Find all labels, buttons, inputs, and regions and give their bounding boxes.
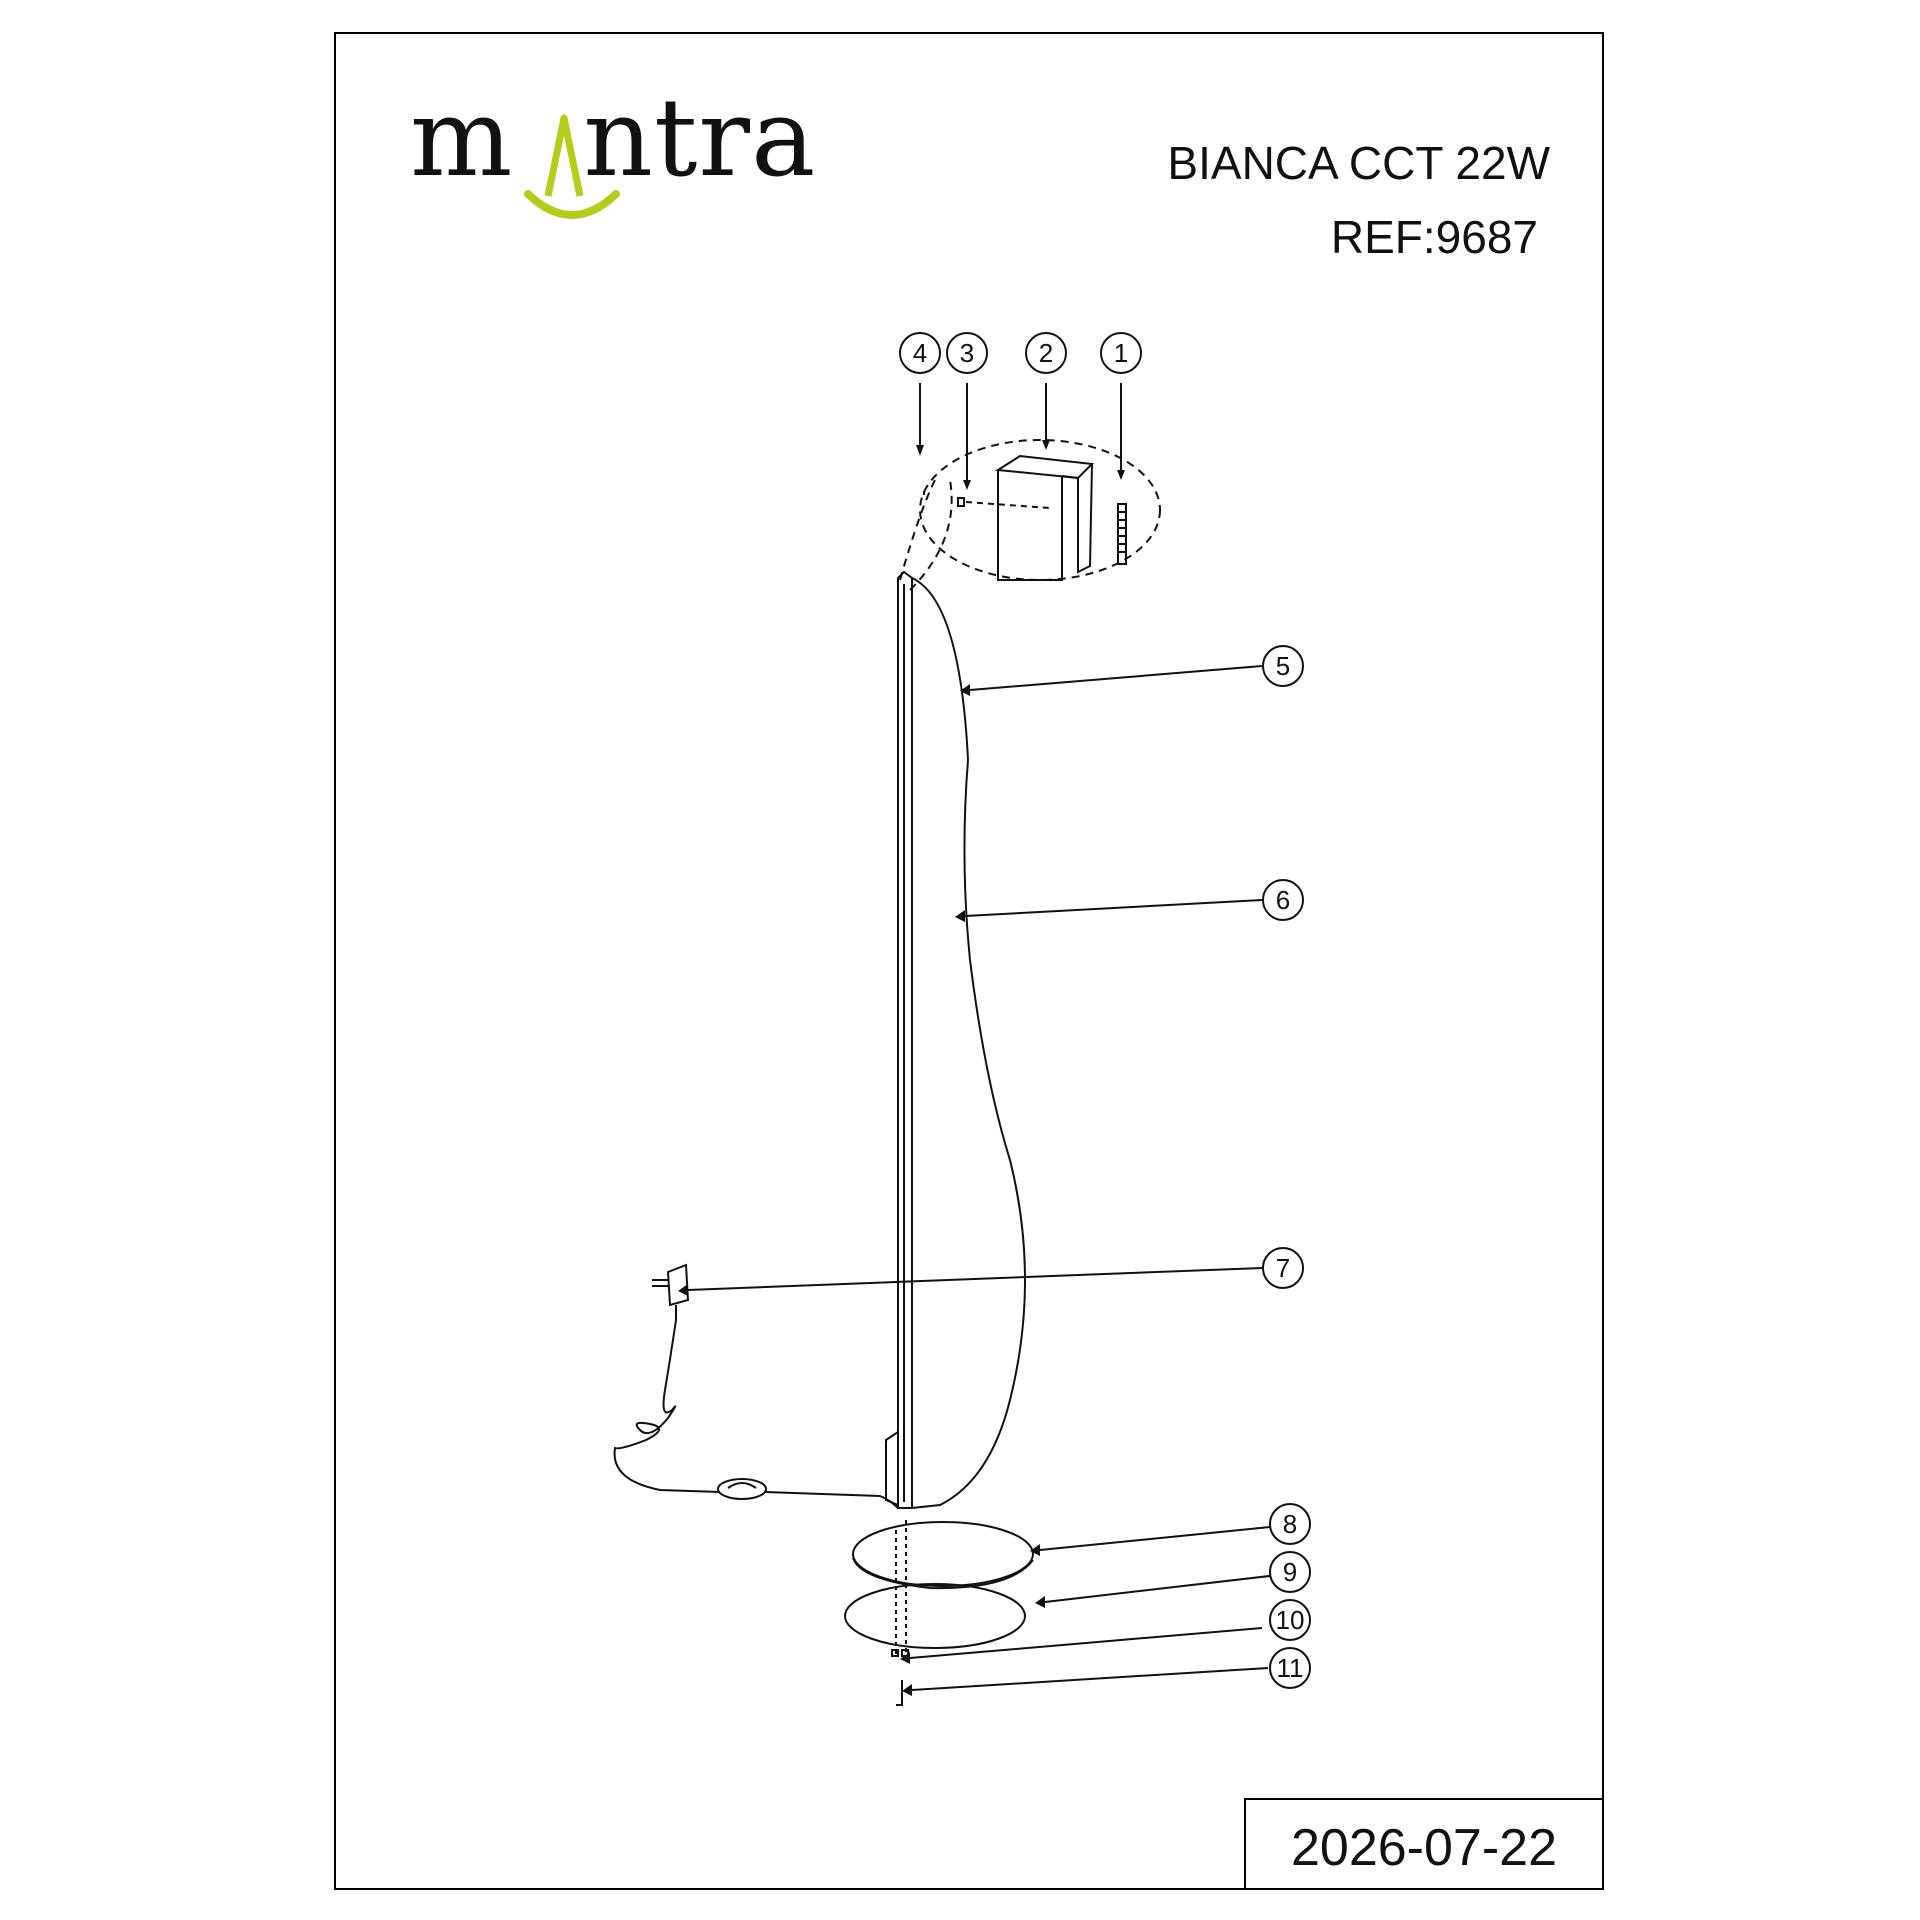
detail-leader-dashed [899,479,953,591]
base-plate-lower [844,1583,1026,1649]
callout-label-8: 8 [1283,1509,1297,1539]
drawing-sheet-frame [334,32,1604,1890]
callout-label-6: 6 [1276,885,1290,915]
mantra-logo-icon [524,114,620,219]
callout-circle-9 [1269,1551,1311,1593]
callout-label-7: 7 [1276,1253,1290,1283]
detail-screw-part [957,497,965,507]
detail-led-strip-part [1117,503,1127,565]
callout-label-1: 1 [1114,338,1128,368]
callout-label-2: 2 [1039,338,1053,368]
lamp-column [897,570,913,1509]
callout-circle-7 [1262,1247,1304,1289]
callout-circle-8 [1269,1503,1311,1545]
callout-label-10: 10 [1276,1605,1305,1635]
base-screw-11 [896,1680,903,1706]
callout-circle-1 [1100,332,1142,374]
detail-callout-ellipse [919,439,1161,581]
base-plate-upper [852,1521,1034,1587]
document-date: 2026-07-22 [1291,1819,1557,1877]
callout-circle-2 [1025,332,1067,374]
inline-switch [717,1478,767,1500]
callout-circle-6 [1262,879,1304,921]
leader-arrowheads [678,440,1125,1696]
detail-profile-part [995,454,1095,581]
date-stamp-box: 2026-07-22 [1244,1798,1602,1890]
lamp-diffuser-shade [911,577,1026,1509]
callout-circle-3 [946,332,988,374]
callout-label-11: 11 [1277,1653,1304,1683]
base-screw-10 [891,1649,899,1657]
callout-markers [899,332,1311,1689]
callout-label-5: 5 [1276,651,1290,681]
power-cable [613,1319,899,1509]
callout-label-4: 4 [913,338,927,368]
leader-lines [687,383,1279,1691]
power-adapter [652,1263,690,1320]
product-reference: REF:9687 [1330,211,1538,263]
callout-circle-11 [1269,1647,1311,1689]
callout-circle-5 [1262,645,1304,687]
callout-circle-10 [1269,1599,1311,1641]
callout-label-3: 3 [960,338,974,368]
callout-circle-4 [899,332,941,374]
product-title: BIANCA CCT 22W [1167,137,1550,189]
base-screws [895,1520,907,1655]
callout-label-9: 9 [1283,1557,1297,1587]
